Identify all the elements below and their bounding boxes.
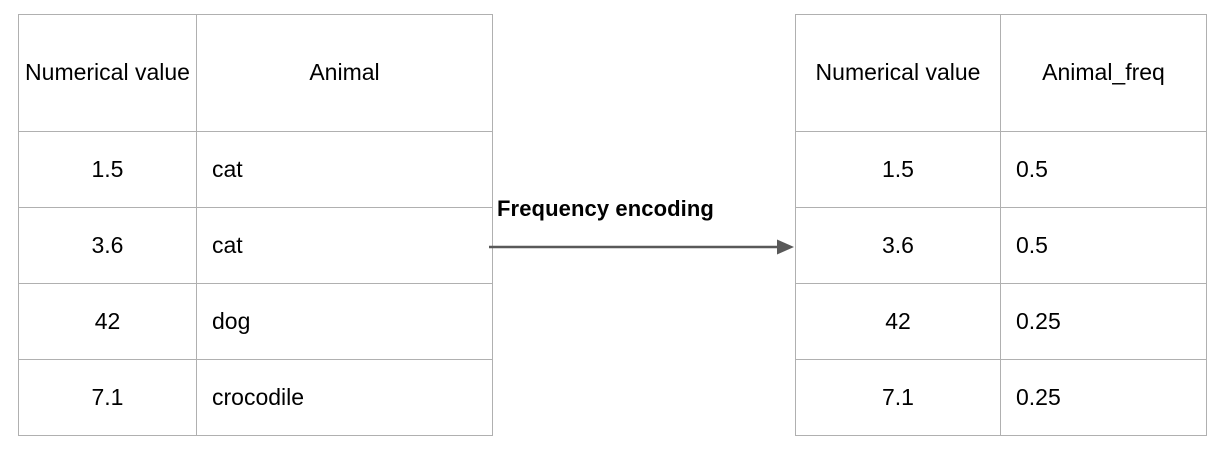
flow-arrow-icon <box>489 239 794 255</box>
table-row: 7.1 0.25 <box>795 359 1207 436</box>
table-row: 3.6 0.5 <box>795 207 1207 284</box>
source-cell-numerical-value: 42 <box>18 283 197 360</box>
result-cell-animal-freq: 0.5 <box>1000 131 1207 208</box>
table-header-row: Numerical value Animal <box>18 14 493 132</box>
table-row: 1.5 cat <box>18 131 493 208</box>
source-cell-animal: dog <box>196 283 493 360</box>
table-row: 42 dog <box>18 283 493 360</box>
result-cell-numerical-value: 1.5 <box>795 131 1001 208</box>
result-cell-numerical-value: 7.1 <box>795 359 1001 436</box>
result-table: Numerical value Animal_freq 1.5 0.5 3.6 … <box>795 14 1207 436</box>
source-table: Numerical value Animal 1.5 cat 3.6 cat 4… <box>18 14 493 436</box>
source-cell-numerical-value: 1.5 <box>18 131 197 208</box>
result-cell-animal-freq: 0.25 <box>1000 283 1207 360</box>
result-cell-animal-freq: 0.5 <box>1000 207 1207 284</box>
result-cell-numerical-value: 3.6 <box>795 207 1001 284</box>
flow-arrow-label: Frequency encoding <box>497 196 714 221</box>
source-cell-numerical-value: 7.1 <box>18 359 197 436</box>
source-header-numerical-value: Numerical value <box>18 14 197 132</box>
table-row: 42 0.25 <box>795 283 1207 360</box>
source-cell-animal: cat <box>196 207 493 284</box>
table-row: 3.6 cat <box>18 207 493 284</box>
source-cell-animal: crocodile <box>196 359 493 436</box>
result-header-animal-freq: Animal_freq <box>1000 14 1207 132</box>
result-cell-animal-freq: 0.25 <box>1000 359 1207 436</box>
table-row: 7.1 crocodile <box>18 359 493 436</box>
result-header-numerical-value: Numerical value <box>795 14 1001 132</box>
source-cell-numerical-value: 3.6 <box>18 207 197 284</box>
table-row: 1.5 0.5 <box>795 131 1207 208</box>
source-cell-animal: cat <box>196 131 493 208</box>
result-cell-numerical-value: 42 <box>795 283 1001 360</box>
table-header-row: Numerical value Animal_freq <box>795 14 1207 132</box>
source-header-animal: Animal <box>196 14 493 132</box>
